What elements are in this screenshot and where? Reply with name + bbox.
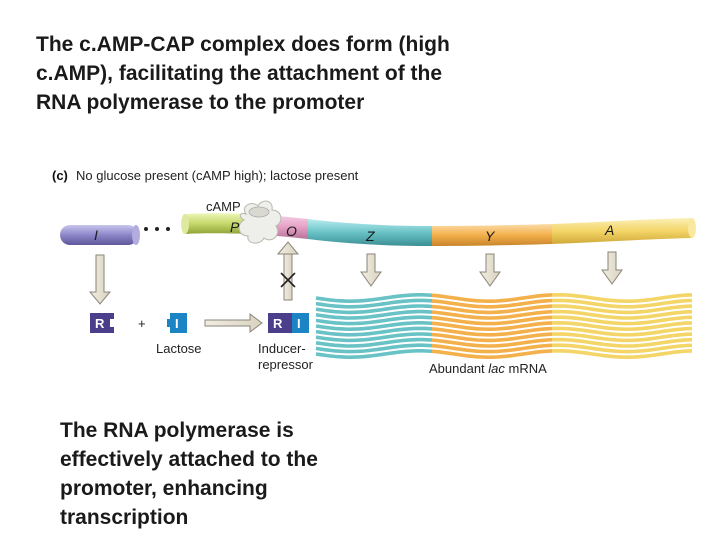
gene-y-label: Y [485, 228, 496, 244]
mrna-strand [551, 298, 693, 309]
binding-arrow [204, 313, 263, 333]
mrna-strand [431, 293, 553, 303]
mrna-strand [315, 337, 433, 348]
plus-sign: + [138, 316, 146, 331]
mrna-strand [315, 315, 433, 326]
top-description: The c.AMP-CAP complex does form (high c.… [36, 33, 450, 114]
inducer-repressor-complex: R I [268, 313, 309, 333]
operon-strand [181, 213, 696, 246]
mrna-strand [315, 321, 433, 332]
lac-mrna-waves [315, 292, 693, 360]
gene-o-label: O [286, 223, 297, 239]
block-x-icon [280, 272, 296, 288]
mrna-strand [551, 326, 693, 337]
mrna-strand [315, 304, 433, 315]
repressor-protein: R [90, 313, 115, 333]
mrna-strand [551, 343, 693, 354]
mrna-strand [431, 321, 553, 331]
lactose-label: Lactose [156, 341, 202, 356]
inducer-lactose: I [167, 313, 187, 333]
gene-z-label: Z [365, 228, 375, 244]
mrna-strand [315, 309, 433, 320]
mrna-strand [431, 349, 553, 359]
inducer-label-1: Inducer- [258, 341, 306, 356]
mrna-strand [431, 343, 553, 354]
mrna-strand [315, 349, 433, 360]
transcription-arrows [360, 251, 623, 287]
mrna-strand [315, 332, 433, 343]
gene-a-label: A [604, 222, 614, 238]
gap-dots [144, 227, 170, 231]
gene-i: I [60, 225, 140, 245]
gene-i-label: I [94, 227, 98, 243]
mrna-strand [551, 332, 693, 343]
mrna-strand [551, 304, 693, 315]
mrna-strand [431, 298, 553, 309]
mrna-strand [551, 348, 693, 360]
mrna-strand [431, 337, 553, 348]
complex-r: R [273, 316, 283, 331]
mrna-strand [431, 315, 553, 326]
mrna-strand [315, 326, 433, 337]
mrna-strand [431, 309, 553, 320]
mrna-strand [551, 315, 693, 326]
mrna-label: Abundant lac mRNA [429, 361, 547, 376]
mrna-strand [551, 309, 693, 320]
camp-cap-complex [238, 200, 282, 244]
complex-i: I [297, 316, 301, 331]
camp-label: cAMP [206, 199, 241, 214]
blocked-arrow-operator [276, 241, 300, 301]
mrna-strand [431, 326, 553, 337]
mrna-strand [431, 304, 553, 315]
mrna-strand [315, 343, 433, 354]
mrna-strand [315, 298, 433, 309]
mrna-strand [315, 293, 433, 304]
gene-p-label: P [230, 219, 240, 235]
mrna-strand [551, 320, 693, 332]
bottom-description: The RNA polymerase is effectively attach… [60, 419, 318, 529]
repressor-r: R [95, 316, 105, 331]
panel-letter: (c) [52, 168, 68, 183]
mrna-strand [551, 292, 693, 304]
inducer-i: I [175, 316, 179, 331]
down-arrow-repressor [88, 254, 112, 305]
mrna-strand [431, 332, 553, 343]
inducer-label-2: repressor [258, 357, 314, 372]
panel-caption: No glucose present (cAMP high); lactose … [76, 168, 359, 183]
mrna-strand [551, 337, 693, 348]
